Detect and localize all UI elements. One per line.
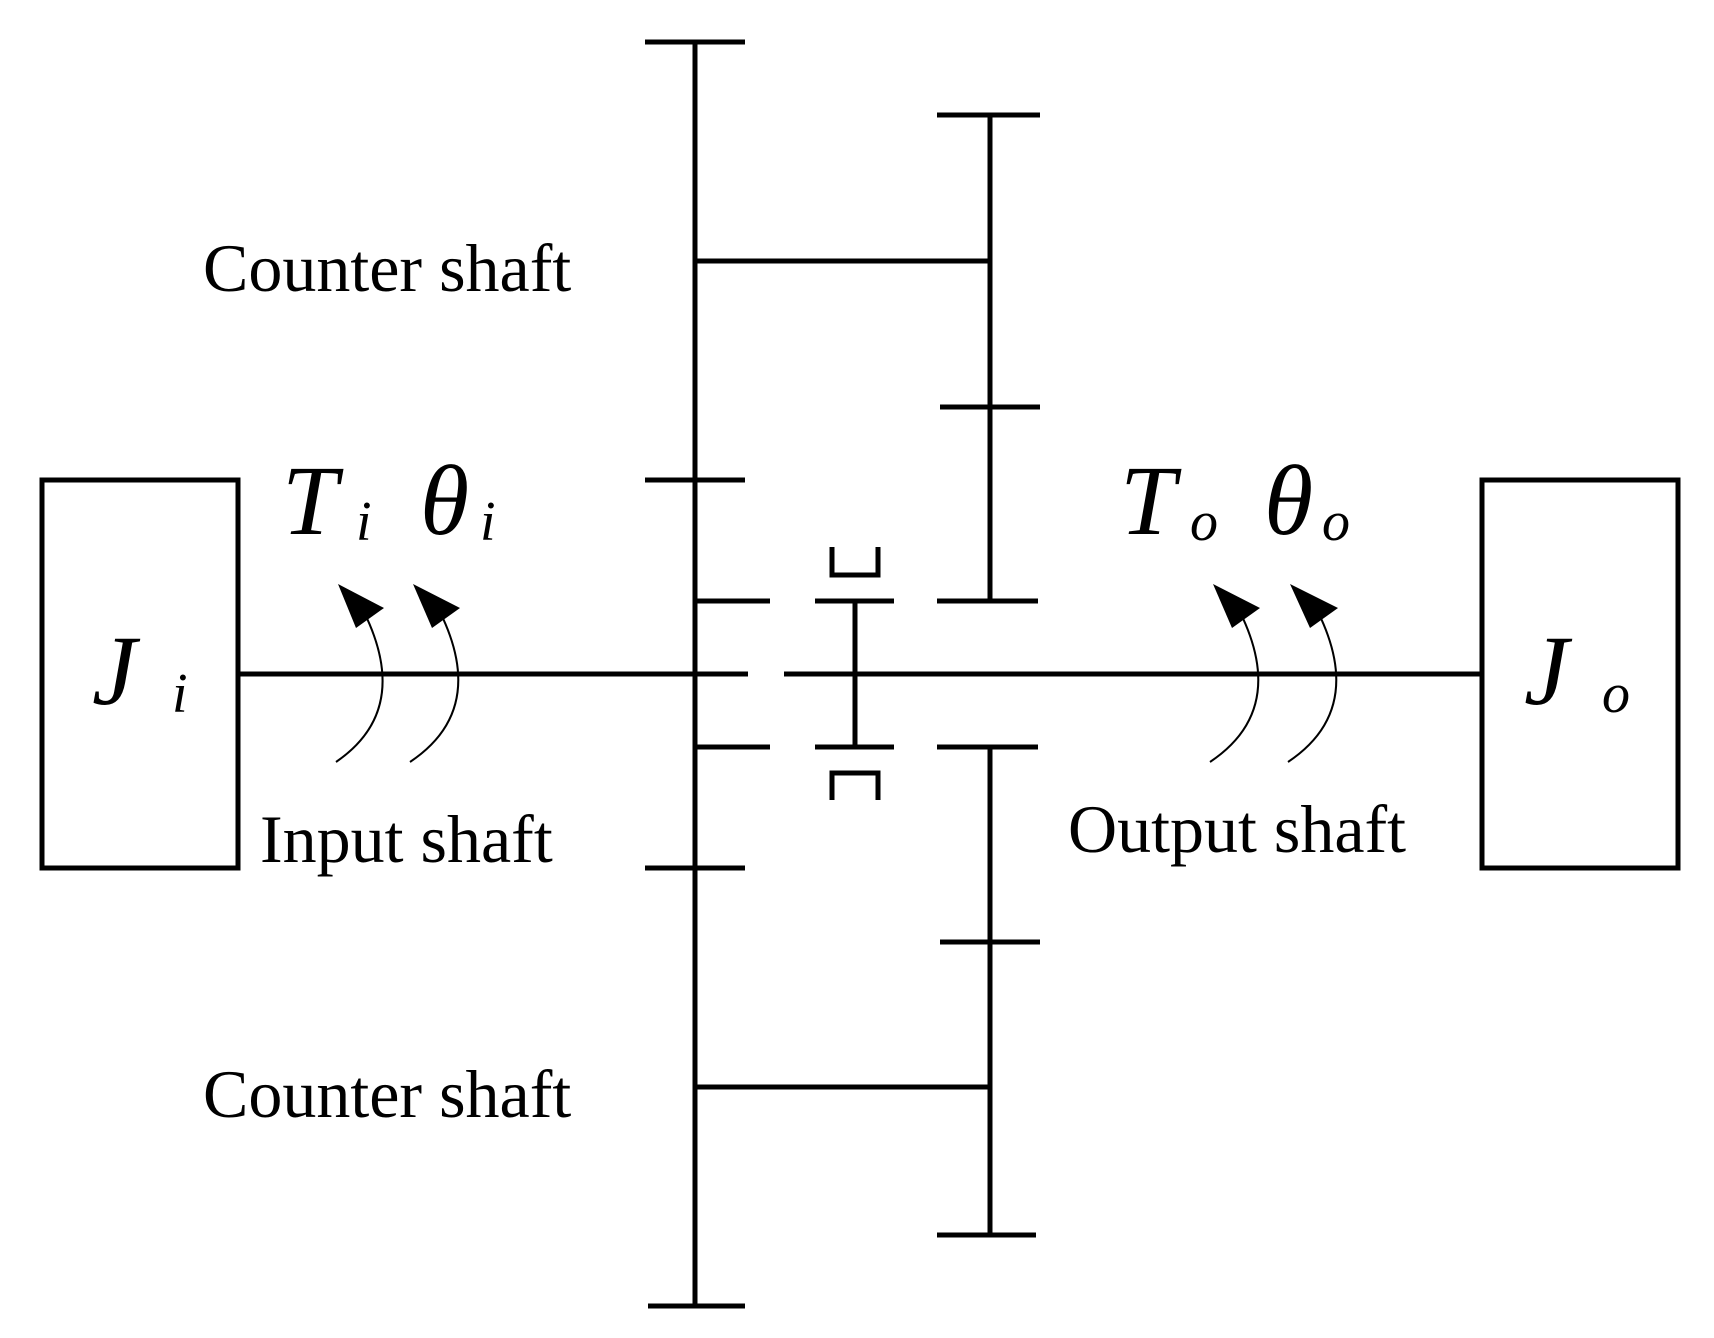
output-angle-arrowhead (1290, 584, 1338, 628)
synchronizer-sleeve-upper (829, 547, 881, 578)
input-shaft-label: Input shaft (260, 801, 553, 877)
output-torque-arrow (1209, 611, 1260, 763)
output-inertia-symbol: J (1524, 615, 1573, 726)
counter-shaft-top-label: Counter shaft (203, 230, 571, 306)
input-angle-arrowhead (413, 584, 460, 628)
output-angle-arrow (1287, 611, 1338, 763)
output-torque-subscript: o (1190, 491, 1218, 553)
input-inertia-block (39, 477, 241, 871)
input-torque-symbol: T (282, 445, 344, 556)
counter-shaft-bottom-label: Counter shaft (203, 1056, 571, 1132)
input-angle-symbol: θ (420, 445, 469, 556)
input-inertia-symbol: J (92, 615, 141, 726)
synchronizer-sleeve-lower (829, 770, 881, 800)
output-inertia-block (1479, 477, 1681, 871)
output-inertia-subscript: o (1602, 663, 1630, 725)
input-inertia-subscript: i (172, 663, 188, 725)
output-torque-symbol: T (1120, 445, 1182, 556)
input-torque-arrow (335, 611, 384, 763)
input-angle-arrow (409, 611, 460, 763)
output-torque-arrowhead (1213, 584, 1260, 628)
output-angle-subscript: o (1322, 491, 1350, 553)
input-torque-arrowhead (338, 584, 384, 628)
output-angle-symbol: θ (1264, 445, 1313, 556)
output-shaft-label: Output shaft (1068, 791, 1406, 867)
input-angle-subscript: i (480, 491, 496, 553)
input-torque-subscript: i (356, 491, 372, 553)
